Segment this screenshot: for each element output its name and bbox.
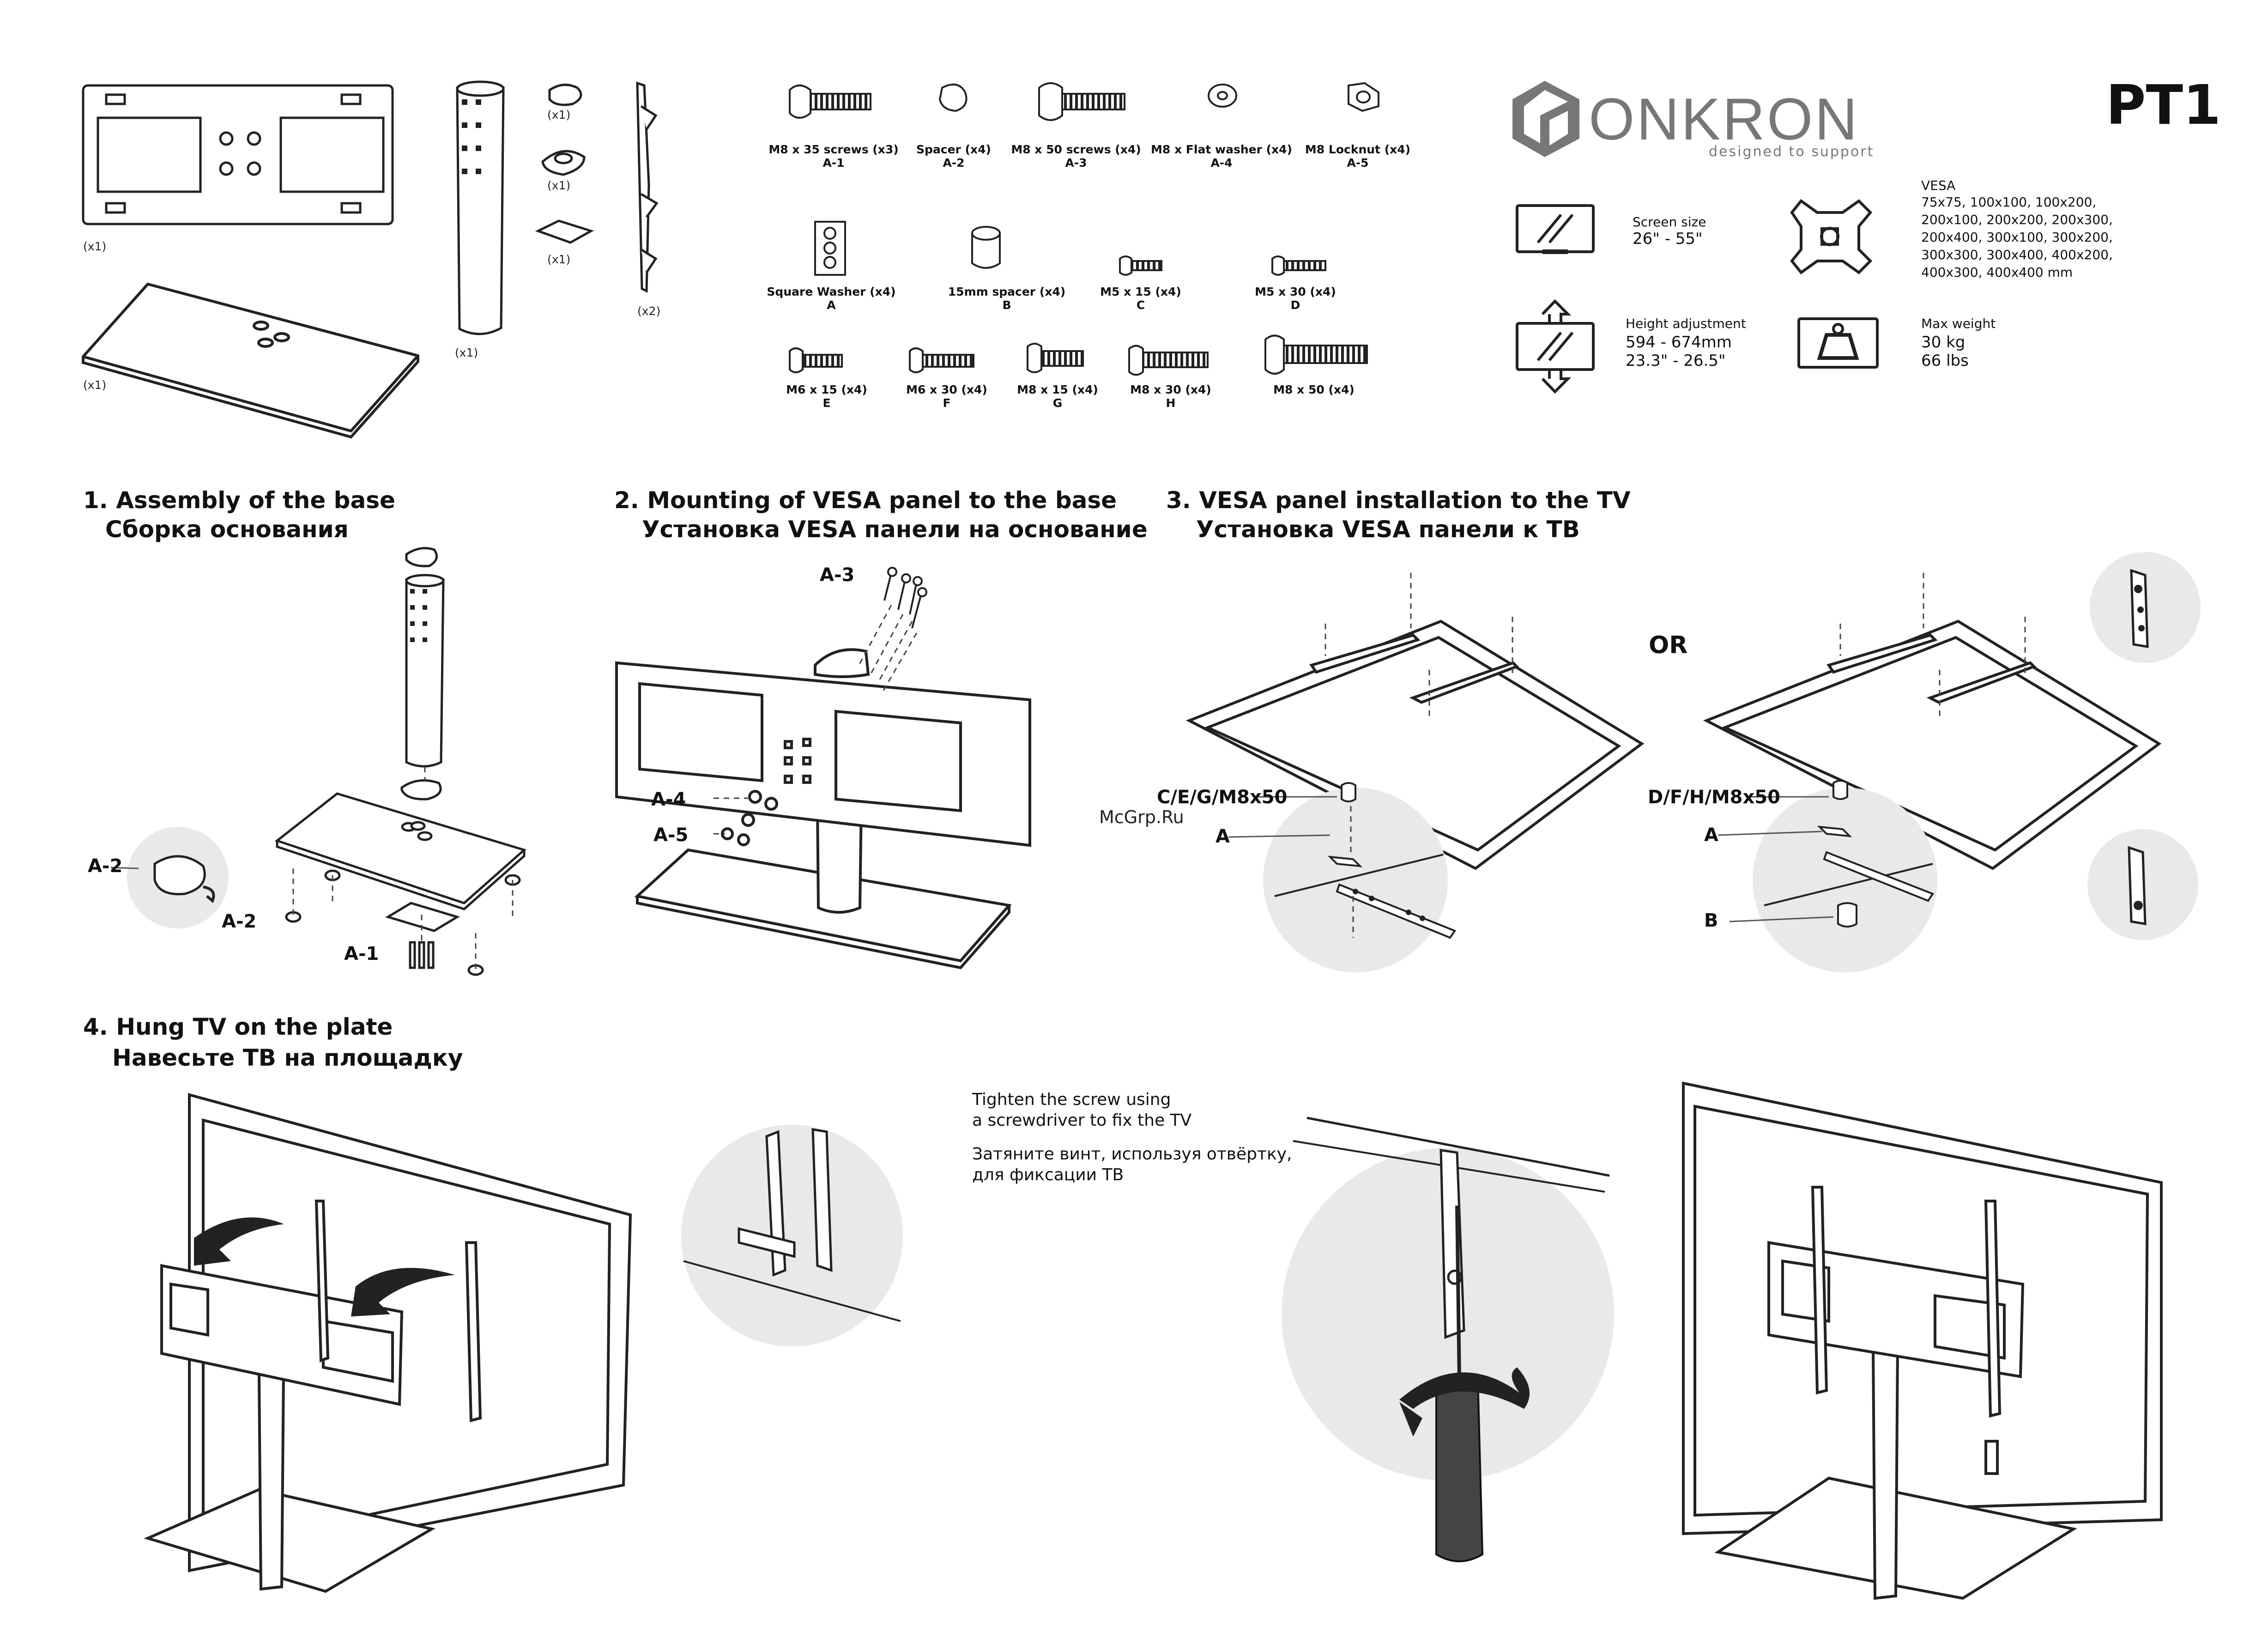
height-label: Height adjustment <box>1626 316 1746 331</box>
step4-detail-circle <box>681 1125 903 1347</box>
step4-title-ru: Навесьте ТВ на площадку <box>112 1044 463 1071</box>
step1-detail-circle <box>110 827 229 928</box>
max-weight-icon <box>1797 317 1879 369</box>
vesa-plate-part <box>82 84 394 225</box>
hardware-item: M8 x 50 (x4) <box>1273 383 1355 396</box>
hardware-item: M6 x 15 (x4)E <box>786 383 867 410</box>
max-weight-kg: 30 kg <box>1921 333 1966 352</box>
screen-size-icon <box>1516 204 1595 254</box>
step2-title-ru: Установка VESA панели на основание <box>642 516 1148 543</box>
vesa-line: 200x100, 200x200, 200x300, <box>1921 212 2113 227</box>
vesa-line: 75x75, 100x100, 100x200, <box>1921 194 2097 210</box>
callout-a-left: A <box>1216 826 1230 847</box>
ring-qty: (x1) <box>547 179 571 192</box>
tighten-note-en-1: Tighten the screw using <box>972 1090 1171 1109</box>
hardware-item: M8 x 35 screws (x3)A-1 <box>768 143 899 170</box>
callout-a-right: A <box>1704 825 1718 846</box>
tighten-note-ru-2: для фиксации ТВ <box>972 1165 1124 1184</box>
vesa-plate-qty: (x1) <box>83 240 107 253</box>
hardware-item: M8 x 50 screws (x4)A-3 <box>1011 143 1141 170</box>
base-plate-qty: (x1) <box>83 378 107 392</box>
step3-title: 3. VESA panel installation to the TV <box>1166 487 1631 514</box>
hardware-item: M8 x 15 (x4)G <box>1017 383 1098 410</box>
step1-dashes <box>292 767 514 970</box>
height-adjust-icon <box>1516 299 1595 394</box>
column-part <box>456 80 505 335</box>
step4-arrows <box>194 1217 455 1317</box>
step3-leaders-right <box>1718 796 1834 922</box>
screen-size-label: Screen size <box>1633 214 1706 230</box>
step2-dashes <box>714 605 918 835</box>
brand-tagline: designed to support <box>1709 144 1875 160</box>
vesa-line: 200x400, 300x100, 300x200, <box>1921 230 2113 245</box>
hardware-item: M8 x Flat washer (x4)A-4 <box>1151 143 1292 170</box>
hardware-item: M5 x 30 (x4)D <box>1255 285 1336 312</box>
column-qty: (x1) <box>455 346 478 359</box>
hardware-item: M8 x 30 (x4)H <box>1130 383 1211 410</box>
max-weight-label: Max weight <box>1921 316 1996 331</box>
tighten-note-ru-1: Затяните винт, используя отвёртку, <box>972 1145 1292 1164</box>
height-mm: 594 - 674mm <box>1626 333 1732 352</box>
step1-illustration <box>274 547 527 976</box>
step2-illustration <box>615 648 1031 970</box>
hardware-item: M6 x 30 (x4)F <box>906 383 987 410</box>
arm-qty: (x2) <box>637 304 661 318</box>
step4-screwdriver-detail <box>1282 1116 1614 1562</box>
tighten-note-en-2: a screwdriver to fix the TV <box>972 1111 1192 1130</box>
vesa-label: VESA <box>1921 178 1956 193</box>
hardware-item: M8 Locknut (x4)A-5 <box>1305 143 1411 170</box>
callout-a4: A-4 <box>651 789 686 810</box>
hardware-screws <box>789 82 1379 376</box>
callout-screws-right: D/F/H/M8x50 <box>1648 787 1780 808</box>
step3-dashes-left <box>1325 573 1513 938</box>
brand-name: ONKRON <box>1589 86 1859 152</box>
callout-a3: A-3 <box>820 564 855 586</box>
callout-a5: A-5 <box>653 825 689 846</box>
step3-detail-left <box>1263 782 1457 972</box>
step1-title: 1. Assembly of the base <box>83 487 395 514</box>
step3-side-details <box>2087 552 2201 940</box>
vesa-icon <box>1790 199 1873 275</box>
vesa-line: 400x300, 400x400 mm <box>1921 265 2073 280</box>
callout-b-right: B <box>1704 910 1718 931</box>
height-in: 23.3" - 26.5" <box>1626 352 1726 370</box>
hardware-item: Spacer (x4)A-2 <box>916 143 991 170</box>
step4-title: 4. Hung TV on the plate <box>83 1013 393 1040</box>
step3-leaders-left <box>1228 796 1337 838</box>
hardware-item: 15mm spacer (x4)B <box>948 285 1066 312</box>
step3-dashes-right <box>1839 573 2026 721</box>
callout-a2-detail: A-2 <box>88 855 123 877</box>
step4-tv-left <box>144 1093 632 1593</box>
cap-qty: (x1) <box>547 108 571 121</box>
watermark: McGrp.Ru <box>1099 807 1184 827</box>
vesa-line: 300x300, 300x400, 400x200, <box>1921 247 2113 262</box>
step4-tv-right <box>1682 1081 2163 1600</box>
step3-title-ru: Установка VESA панели к ТВ <box>1196 516 1580 543</box>
step2-title: 2. Mounting of VESA panel to the base <box>614 487 1117 514</box>
base-plate-part <box>82 283 419 439</box>
callout-screws-left: C/E/G/M8x50 <box>1157 787 1288 808</box>
step2-screws <box>883 567 927 629</box>
bracket-qty: (x1) <box>547 253 571 266</box>
screen-size-value: 26" - 55" <box>1633 230 1703 248</box>
max-weight-lbs: 66 lbs <box>1921 352 1969 370</box>
model-name: PT1 <box>2106 73 2221 137</box>
step1-title-ru: Сборка основания <box>105 516 349 543</box>
small-parts <box>535 81 659 293</box>
step3-detail-right <box>1753 780 1937 972</box>
callout-a1: A-1 <box>344 943 379 965</box>
onkron-logo-icon <box>1512 81 1579 157</box>
hardware-item: M5 x 15 (x4)C <box>1100 285 1181 312</box>
hardware-item: Square Washer (x4)A <box>767 285 896 312</box>
callout-a2: A-2 <box>222 911 257 932</box>
or-label: OR <box>1649 631 1688 659</box>
